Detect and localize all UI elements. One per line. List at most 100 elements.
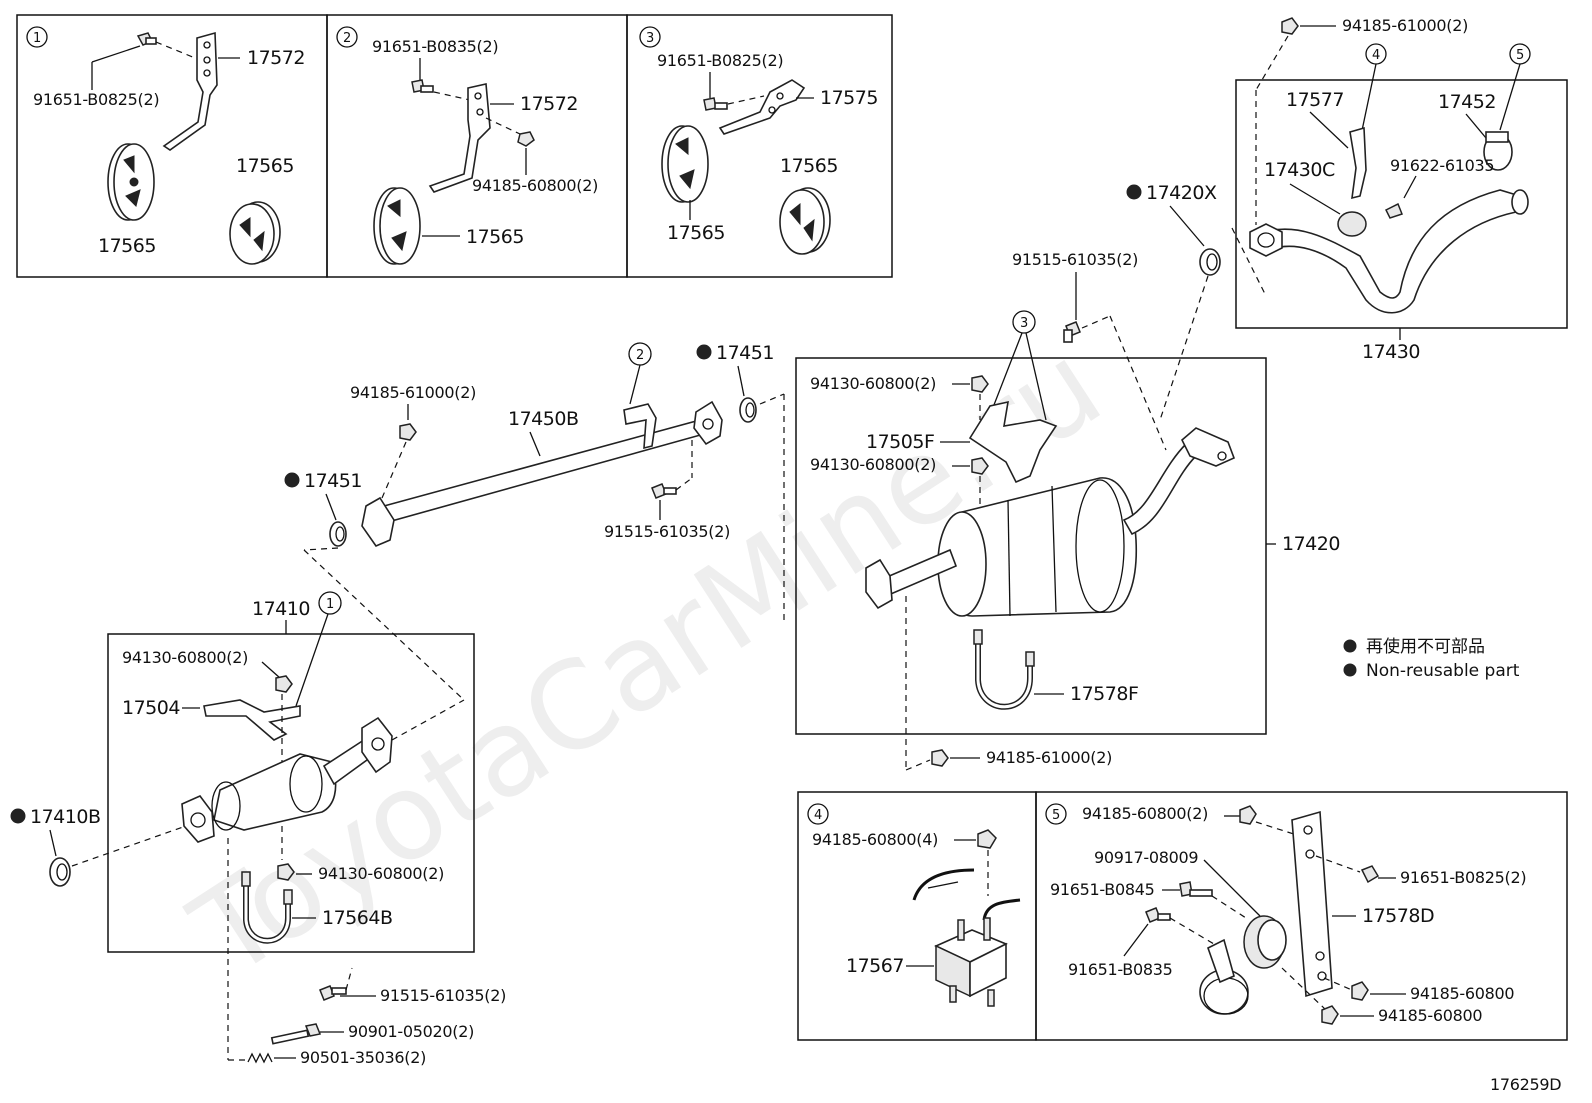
tailpipe-bolt-label: 91622-61035 (1390, 156, 1494, 175)
nut-icon (399, 423, 417, 441)
gasket-icon (49, 857, 71, 887)
center-gasket-rear-label: 17451 (716, 342, 774, 364)
nut-icon (1351, 981, 1369, 1001)
center-pipe-group: 94185-61000(2) 17450B 2 17451 9151 (284, 342, 785, 701)
bolt-icon (270, 1023, 322, 1045)
nut-icon (971, 375, 989, 393)
nut-icon (275, 675, 293, 693)
bracket-icon (162, 31, 218, 151)
front-bolt-label: 91515-61035(2) (380, 986, 506, 1005)
muffler-bolt-label: 91515-61035(2) (1012, 250, 1138, 269)
front-spring-label: 90501-35036(2) (300, 1048, 426, 1067)
inset-5-nut-label: 94185-60800(2) (1082, 804, 1208, 823)
bolt-icon (136, 32, 157, 46)
rubber-cushion-icon (779, 187, 831, 255)
inset-4: 4 94185-60800(4) 17567 (797, 791, 1037, 1041)
inset-1-bracket-label: 17572 (247, 47, 305, 69)
bracket-icon (428, 83, 491, 193)
muffler-bracket-label: 17505F (866, 431, 934, 453)
diagram-code: 176259D (1490, 1075, 1561, 1094)
inset-4-nut-label: 94185-60800(4) (812, 830, 938, 849)
inset-2-cushion-label: 17565 (466, 226, 524, 248)
inset-3: 3 91651-B0825(2) 17575 17565 17565 (626, 14, 893, 278)
rubber-cushion-icon (229, 201, 281, 265)
gasket-icon (329, 521, 347, 547)
bolt-icon (411, 79, 434, 93)
inset-3-cushion-a-label: 17565 (667, 222, 725, 244)
tailpipe-gasket-label: 17420X (1146, 182, 1217, 204)
spring-icon (247, 1052, 273, 1064)
gasket-icon (1199, 248, 1221, 276)
center-bolt-label: 91515-61035(2) (604, 522, 730, 541)
inset-3-bolt-label: 91651-B0825(2) (657, 51, 783, 70)
tailpipe-bracket-label: 17577 (1286, 89, 1344, 111)
center-pipe-icon (383, 419, 705, 523)
inset-2: 2 91651-B0835(2) 17572 94185-60800(2) 17… (326, 14, 628, 278)
inset-1-number: 1 (33, 31, 41, 46)
nut-icon (517, 131, 535, 147)
bolt-icon (1384, 202, 1403, 219)
clamp-icon (1199, 938, 1249, 1015)
rubber-cushion-icon (373, 187, 421, 265)
inset-3-cushion-b-label: 17565 (780, 155, 838, 177)
muffler-nut-top-label: 94130-60800(2) (810, 374, 936, 393)
nut-icon (1239, 805, 1257, 825)
muffler-ubolt-label: 17578F (1070, 683, 1138, 705)
tailpipe-group: 94185-61000(2) 4 5 17577 17452 17430C 91… (1235, 16, 1568, 363)
inset-5-bolt-a-label: 91651-B0845 (1050, 880, 1155, 899)
inset-5-bolt-b-label: 91651-B0835 (1068, 960, 1173, 979)
gasket-group: 17420X (1126, 182, 1267, 421)
inset-5-nut-b-label: 94185-60800 (1410, 984, 1514, 1003)
bolt-icon (1179, 881, 1213, 897)
front-nut-top-label: 94130-60800(2) (122, 648, 248, 667)
bolt-icon (1063, 321, 1081, 343)
front-nut-low-label: 94130-60800(2) (318, 864, 444, 883)
bolt-icon (1145, 907, 1171, 923)
inset-2-bolt-label: 91651-B0835(2) (372, 37, 498, 56)
muffler-icon (937, 477, 1138, 617)
rubber-cushion-icon (107, 143, 155, 221)
inset-1-cushion-b-label: 17565 (236, 155, 294, 177)
inset-2-bracket-label: 17572 (520, 93, 578, 115)
bracket-icon (718, 79, 806, 135)
inset-5: 5 94185-60800(2) 90917-08009 91651-B0845… (1035, 791, 1568, 1041)
front-gasket-label: 17410B (30, 806, 100, 828)
tailpipe-label: 17430 (1362, 341, 1420, 363)
inset-2-nut-label: 94185-60800(2) (472, 176, 598, 195)
inset-5-bracket-label: 17578D (1362, 905, 1434, 927)
clamp-icon (1483, 131, 1513, 171)
inset-4-number: 4 (814, 808, 822, 823)
front-pipe-group: 17410 1 94130-60800(2) 17504 17410B (10, 591, 506, 1067)
tailpipe-mount-label: 17430C (1264, 159, 1335, 181)
ubolt-icon (973, 629, 1035, 710)
bolt-icon (1360, 865, 1380, 884)
inset-4-mount-label: 17567 (846, 955, 904, 977)
front-assembly-label: 17410 (252, 598, 310, 620)
inset-1-cushion-a-label: 17565 (98, 235, 156, 257)
inset-5-bolt-c-label: 91651-B0825(2) (1400, 868, 1526, 887)
bolt-icon (651, 483, 677, 499)
front-bracket-label: 17504 (122, 697, 180, 719)
tailpipe-number-4: 4 (1372, 48, 1380, 63)
tailpipe-clamp-label: 17452 (1438, 91, 1496, 113)
muffler-nut-mid-label: 94130-60800(2) (810, 455, 936, 474)
bracket-icon (1291, 810, 1333, 998)
nut-icon (1281, 17, 1299, 35)
nut-icon (277, 863, 295, 881)
inset-5-damper-label: 90917-08009 (1094, 848, 1198, 867)
tailpipe-nut-label: 94185-61000(2) (1342, 16, 1468, 35)
bracket-icon (968, 400, 1058, 484)
bolt-icon (319, 985, 347, 1001)
center-number-2: 2 (636, 348, 644, 363)
legend-line-2: Non-reusable part (1366, 661, 1520, 681)
inset-5-number: 5 (1052, 808, 1060, 823)
center-pipe-label: 17450B (508, 408, 578, 430)
muffler-nut-bottom-label: 94185-61000(2) (986, 748, 1112, 767)
inset-5-nut-c-label: 94185-60800 (1378, 1006, 1482, 1025)
inset-1-bolt-label: 91651-B0825(2) (33, 90, 159, 109)
mount-icon (1337, 211, 1367, 237)
front-bolt2-label: 90901-05020(2) (348, 1022, 474, 1041)
legend-line-1: 再使用不可部品 (1366, 636, 1485, 657)
ubolt-icon (241, 871, 293, 944)
